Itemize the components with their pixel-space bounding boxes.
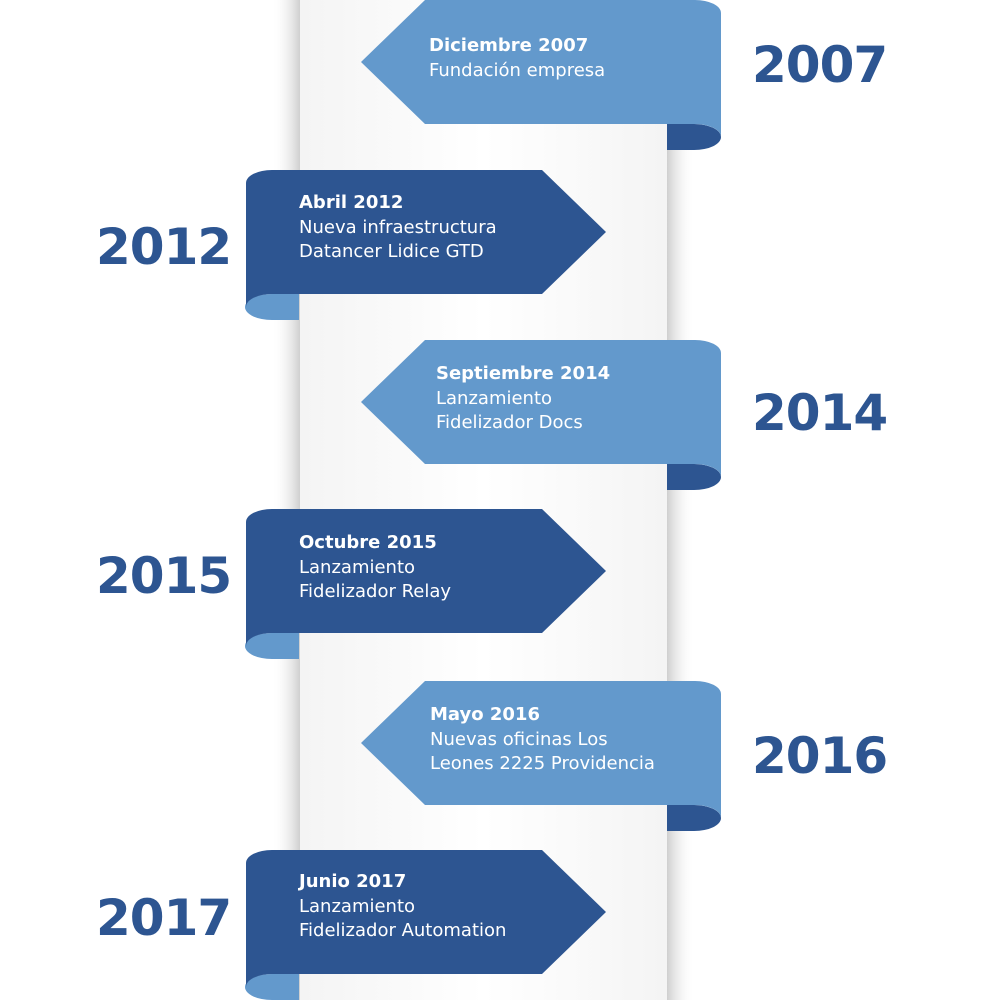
year-label: 2014 bbox=[752, 384, 888, 442]
year-label: 2016 bbox=[752, 727, 888, 785]
event-detail-line: Leones 2225 Providencia bbox=[430, 753, 655, 774]
event-detail-line: Fundación empresa bbox=[429, 59, 606, 81]
axis-shadow-left bbox=[272, 0, 300, 1000]
event-ribbon-2007 bbox=[361, 0, 721, 150]
timeline-axis bbox=[272, 0, 695, 1000]
ribbon-arrow-left bbox=[361, 340, 721, 477]
event-ribbon-2017 bbox=[245, 850, 606, 1000]
event-ribbon-2015 bbox=[245, 509, 606, 659]
event-detail-line: Fidelizador Relay bbox=[299, 581, 452, 602]
event-ribbons bbox=[245, 0, 721, 1000]
year-label: 2017 bbox=[96, 889, 232, 947]
event-detail-line: Datancer Lidice GTD bbox=[299, 241, 484, 262]
event-date: Diciembre 2007 bbox=[429, 35, 589, 56]
event-ribbon-2014 bbox=[361, 340, 721, 490]
ribbon-arrow-left bbox=[361, 681, 721, 818]
event-detail-line: Nueva infraestructura bbox=[299, 216, 497, 238]
event-detail-line: Nuevas oficinas Los bbox=[430, 728, 608, 750]
event-detail-line: Fidelizador Automation bbox=[299, 920, 507, 941]
event-date: Octubre 2015 bbox=[299, 532, 437, 553]
event-date: Septiembre 2014 bbox=[436, 363, 611, 384]
ribbon-arrow-right bbox=[246, 170, 606, 307]
year-label: 2007 bbox=[752, 36, 888, 94]
event-ribbon-2012 bbox=[245, 170, 606, 320]
axis-band bbox=[300, 0, 667, 1000]
event-detail-line: Fidelizador Docs bbox=[436, 412, 583, 433]
ribbon-arrow-right bbox=[246, 509, 606, 646]
ribbon-arrow-left bbox=[361, 0, 721, 137]
year-label: 2015 bbox=[96, 547, 232, 605]
ribbon-arrow-right bbox=[246, 850, 606, 987]
event-detail-line: Lanzamiento bbox=[436, 387, 553, 409]
axis-shadow-right bbox=[667, 0, 695, 1000]
event-date: Mayo 2016 bbox=[430, 704, 540, 725]
event-date: Abril 2012 bbox=[299, 192, 404, 213]
event-ribbon-2016 bbox=[361, 681, 721, 831]
event-date: Junio 2017 bbox=[299, 871, 407, 892]
event-detail-line: Lanzamiento bbox=[299, 556, 416, 578]
year-label: 2012 bbox=[96, 218, 232, 276]
event-detail-line: Lanzamiento bbox=[299, 895, 416, 917]
